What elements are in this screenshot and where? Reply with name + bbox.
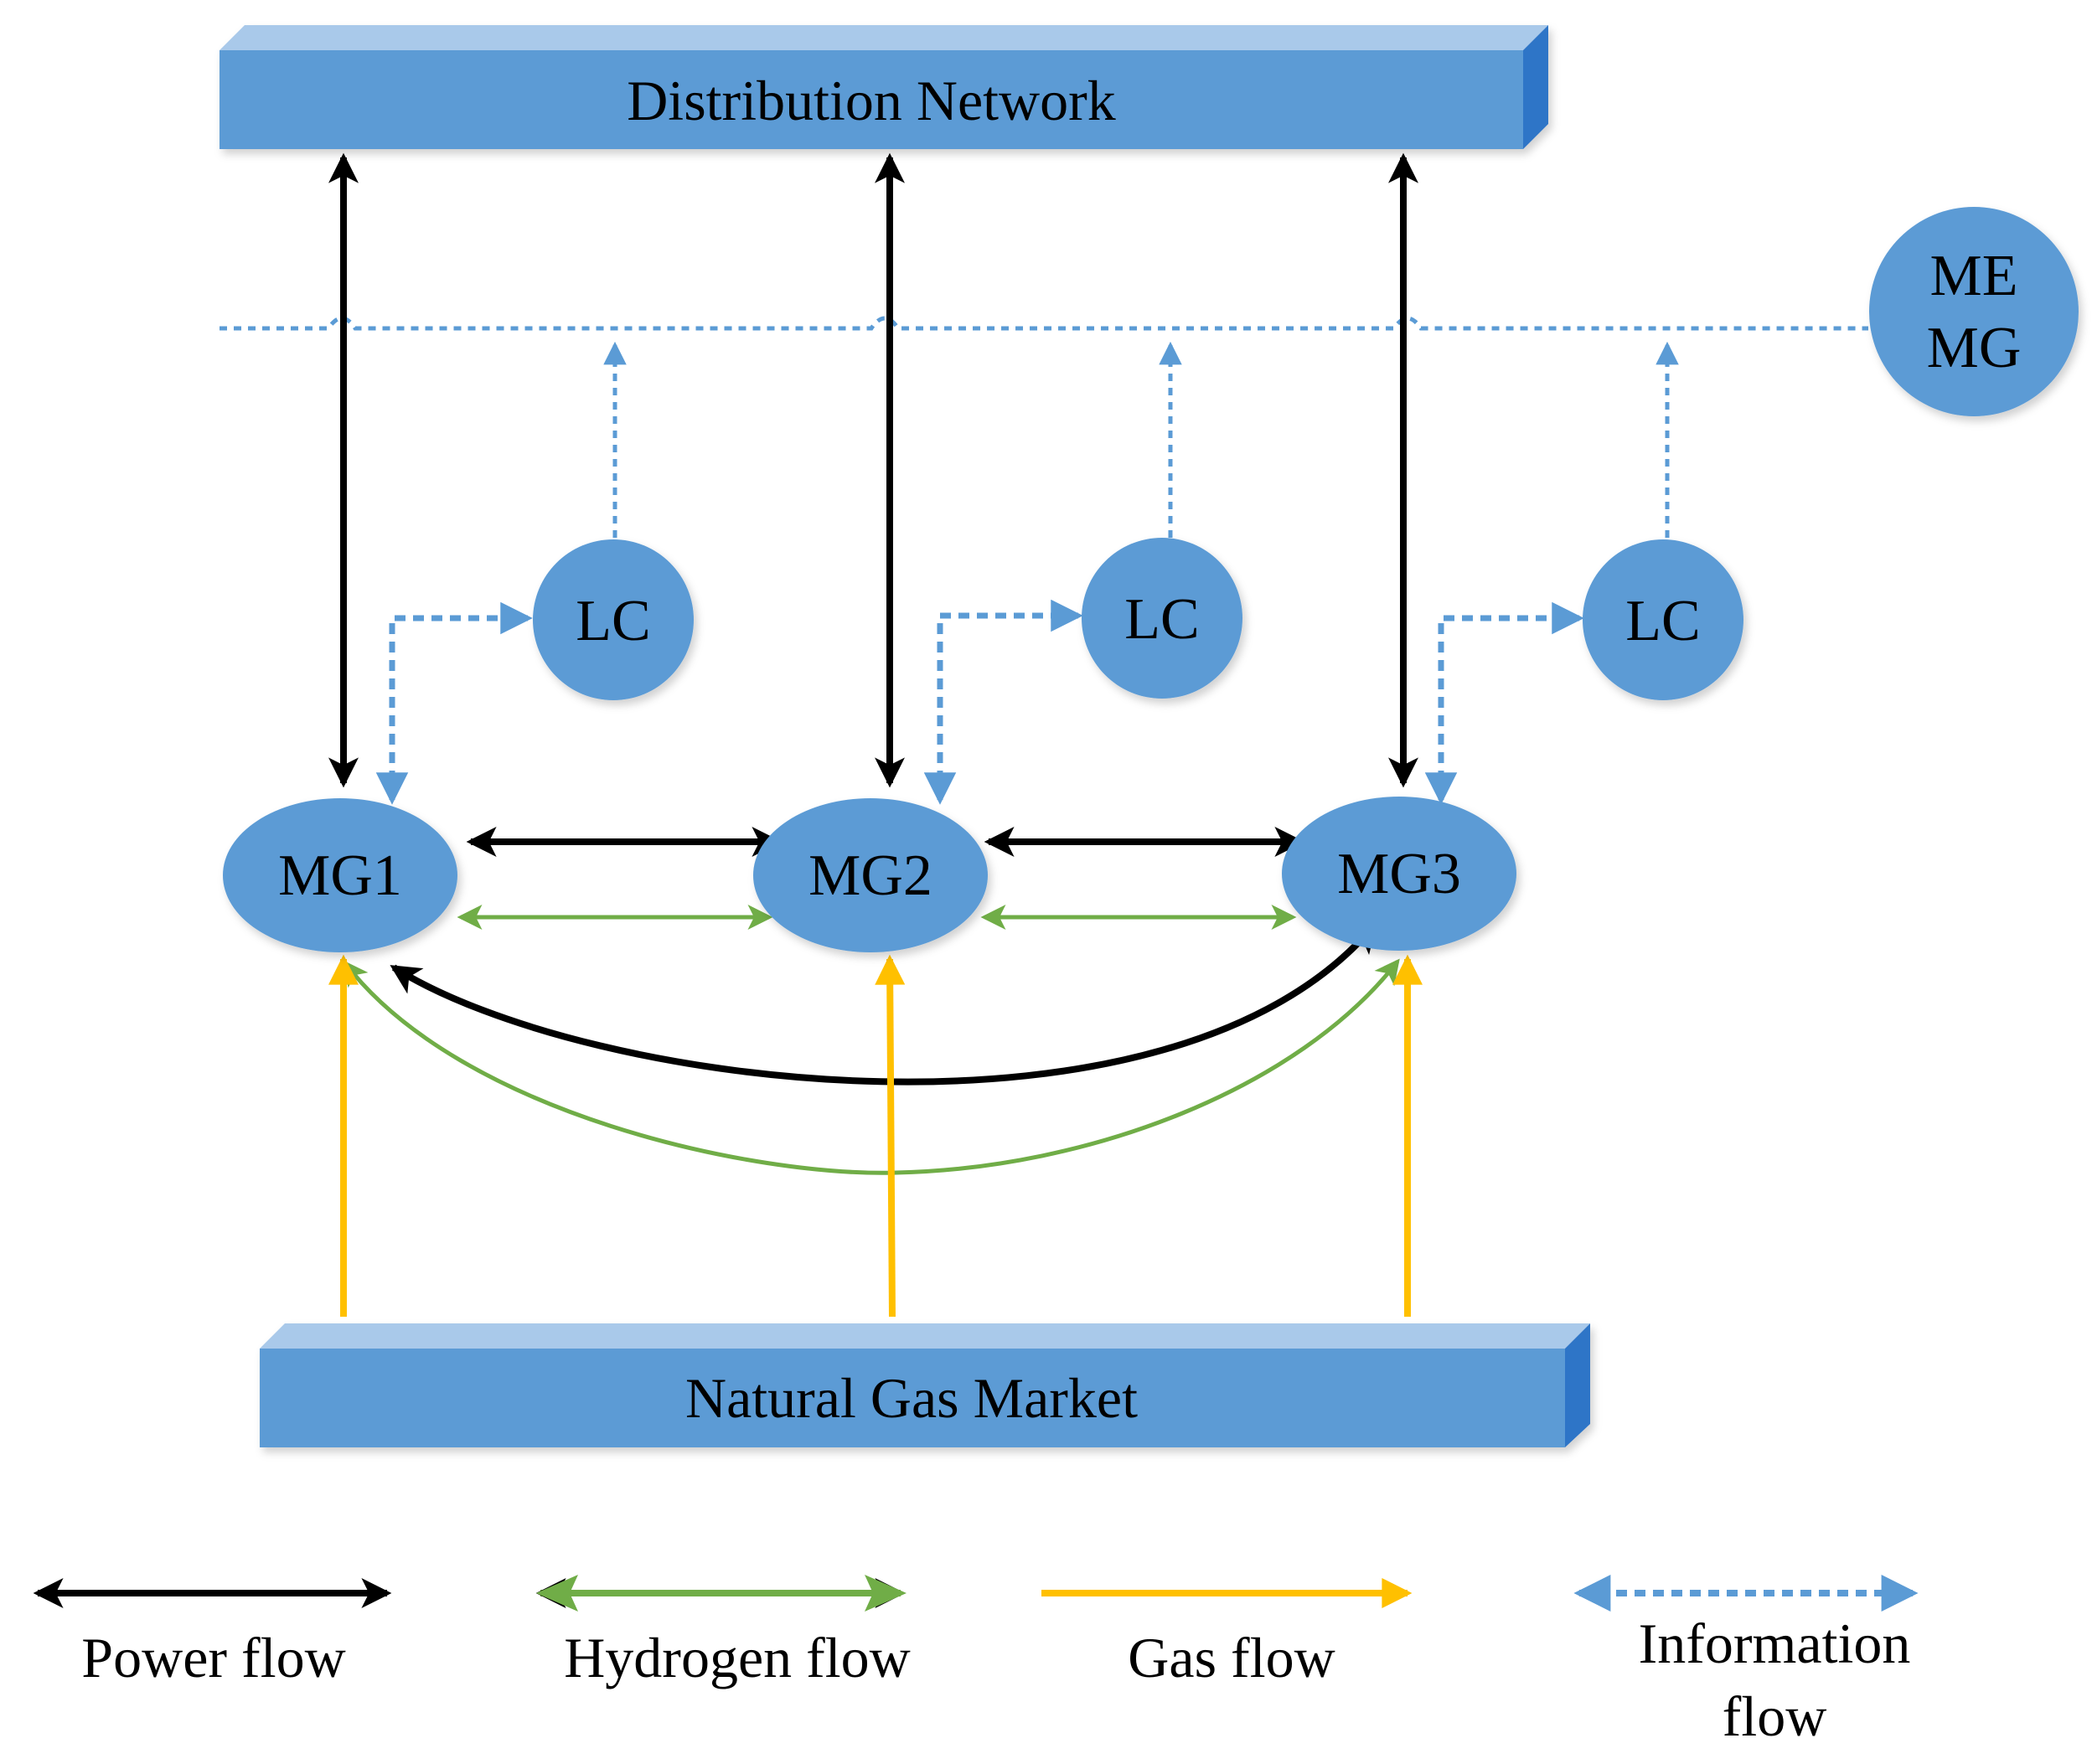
legend-power-label: Power flow [81,1626,345,1689]
legend: Power flow Hydrogen flow Gas flow Inform… [33,1575,1919,1748]
mg2-node: MG2 [753,798,988,952]
meg-label-line2: MG [1927,316,2022,380]
mg3-node: MG3 [1282,797,1516,951]
legend-information-label-line1: Information [1639,1612,1911,1675]
info-arrow-mg3-lc3 [1424,601,1584,805]
lc1-node: LC [533,539,694,700]
distribution-network-label: Distribution Network [627,69,1116,132]
information-bus-line [220,316,1868,331]
mg1-label: MG1 [278,843,402,908]
legend-gas-label: Gas flow [1128,1626,1335,1689]
lc1-label: LC [576,589,650,653]
gas-arrow-market-mg2 [875,954,906,1318]
info-arrow-mg2-lc2 [923,599,1083,805]
mg3-label: MG3 [1337,842,1461,906]
lc2-label: LC [1124,587,1199,652]
natural-gas-market-label: Natural Gas Market [685,1366,1138,1430]
legend-hydrogen-head-right [865,1575,907,1612]
natural-gas-market-bar [260,1323,1590,1447]
hydrogen-arrow-mg1-mg3 [343,958,1400,1175]
legend-information-label-line2: flow [1723,1684,1827,1748]
distribution-network-bar [220,25,1548,149]
lc3-label: LC [1625,589,1700,653]
mg2-label: MG2 [808,843,932,908]
power-arrow-mg1-mg3 [390,921,1377,1086]
lc2-node: LC [1082,538,1242,699]
mg1-node: MG1 [223,798,457,952]
meg-label-line1: ME [1930,244,2018,308]
info-arrow-mg1-lc1 [375,601,533,805]
legend-hydrogen-head-left [536,1575,578,1612]
meg-node: ME MG [1869,207,2079,416]
lc3-node: LC [1583,539,1743,700]
legend-hydrogen-label: Hydrogen flow [564,1626,911,1689]
